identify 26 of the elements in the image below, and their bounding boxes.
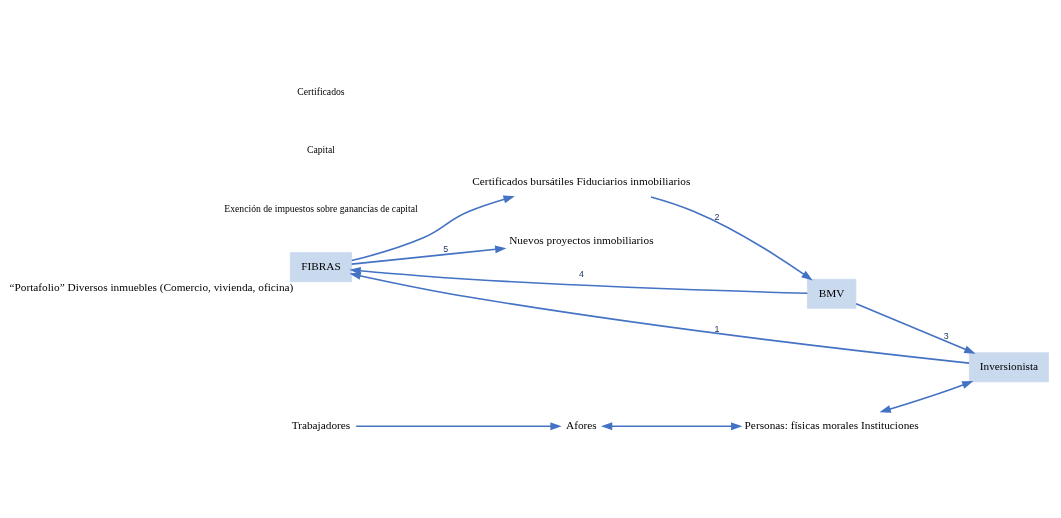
edge-label: 1 xyxy=(714,323,720,334)
arrow xyxy=(350,244,507,265)
edge-label: 2 xyxy=(714,211,720,222)
label: Exención de impuestos sobre ganancias de capital xyxy=(224,202,418,214)
node-box: FIBRAS xyxy=(289,251,353,282)
node-text: Personas: físicas morales Instituciones xyxy=(744,418,919,431)
arrow xyxy=(650,195,813,281)
node-box: BMV xyxy=(807,278,857,309)
edge-label: 5 xyxy=(443,243,449,254)
node-label: “Portafolio” Diversos inmuebles (Comercio, vivienda, oficina) xyxy=(9,280,294,293)
edge-label: 3 xyxy=(943,330,949,341)
label: Capital xyxy=(307,143,335,155)
arrow xyxy=(879,380,974,413)
node-text: Trabajadores xyxy=(291,418,351,431)
arrow xyxy=(600,421,743,430)
node-text: Nuevos proyectos inmobiliarios xyxy=(509,233,654,246)
arrow xyxy=(349,266,809,294)
edge-label: 4 xyxy=(578,268,584,279)
arrow xyxy=(349,271,970,364)
arrow xyxy=(355,421,562,430)
arrow xyxy=(351,195,515,261)
node-text: Afores xyxy=(565,418,597,431)
label: Certificados xyxy=(297,85,345,97)
node-box: Inversionista xyxy=(968,351,1049,382)
arrow xyxy=(855,302,976,354)
node-text: Certificados bursátiles Fiduciarios inmobiliarios xyxy=(472,174,691,187)
